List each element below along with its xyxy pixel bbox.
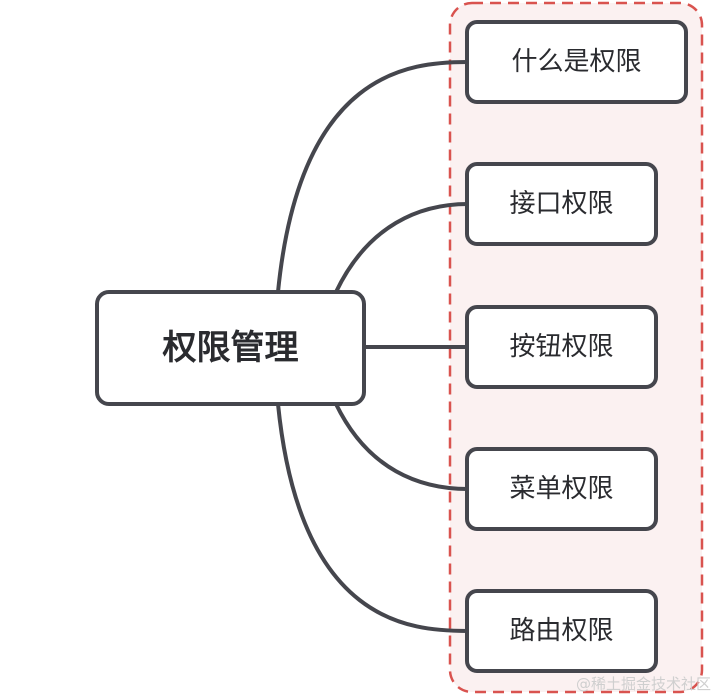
child-node[interactable]: 菜单权限 [465,447,658,531]
child-node[interactable]: 路由权限 [465,589,658,673]
connector-4 [334,402,470,491]
child-label: 路由权限 [509,616,613,646]
child-label: 接口权限 [509,189,613,219]
child-label: 什么是权限 [511,47,641,77]
connector-5 [276,402,470,633]
watermark: @稀土掘金技术社区 [575,675,711,693]
child-node[interactable]: 什么是权限 [465,20,688,104]
child-node[interactable]: 按钮权限 [465,305,658,389]
connector-1 [276,60,470,294]
child-label: 菜单权限 [509,474,613,504]
root-label: 权限管理 [162,328,299,368]
child-label: 按钮权限 [509,332,613,362]
connectors [276,60,470,633]
connector-2 [334,202,470,294]
root-node[interactable]: 权限管理 [95,290,366,406]
child-node[interactable]: 接口权限 [465,162,658,246]
